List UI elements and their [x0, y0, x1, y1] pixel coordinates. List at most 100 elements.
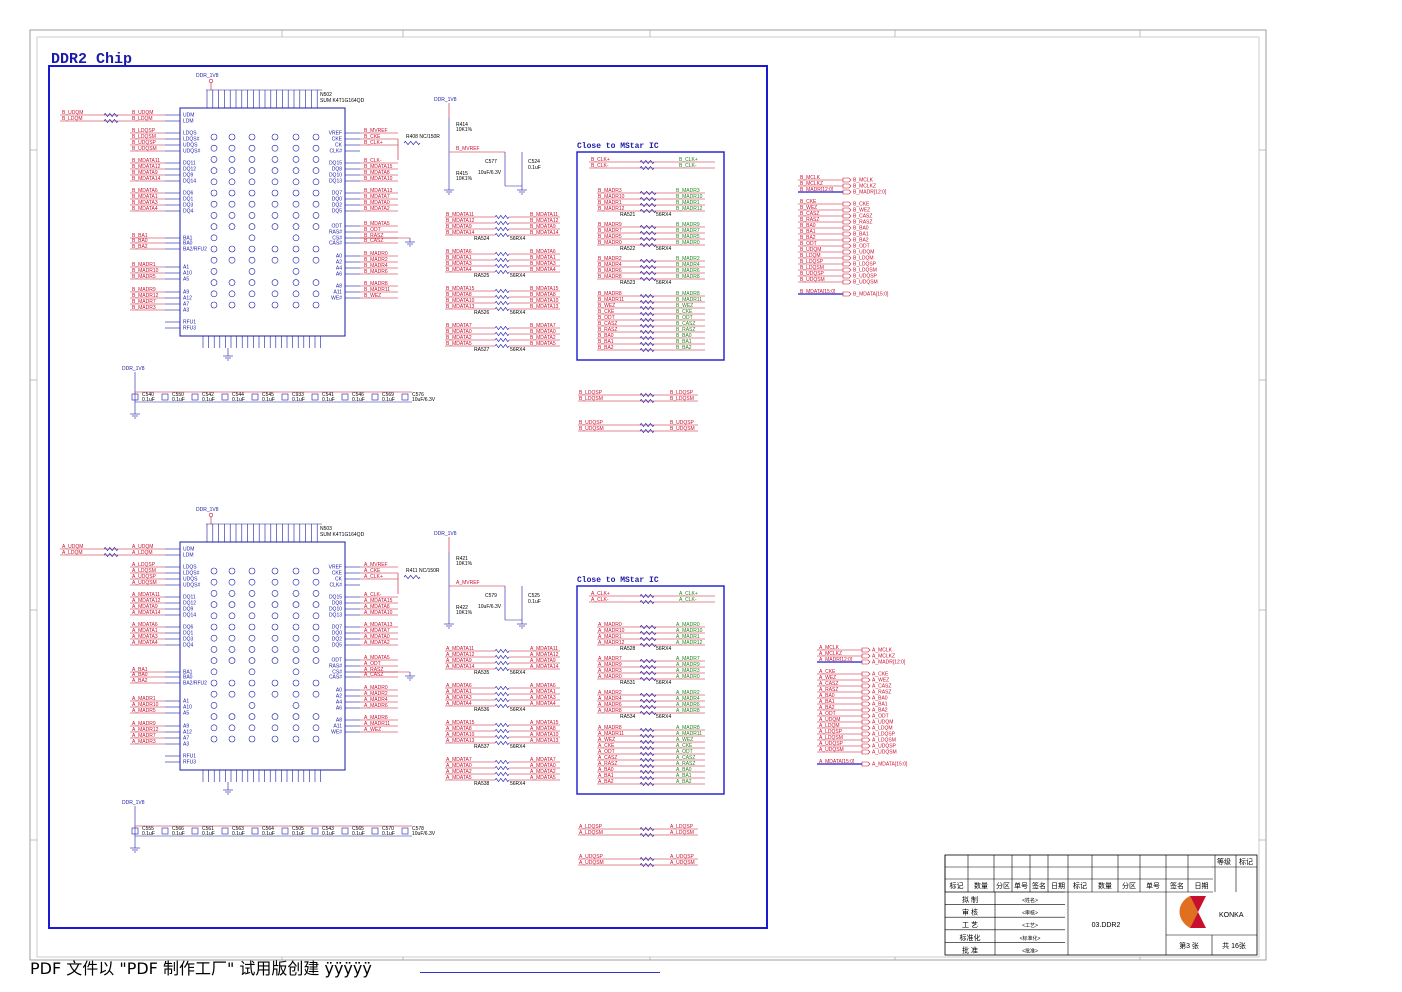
- chip-right-net: B_MADR6: [364, 269, 388, 275]
- mstar-addr-net: A_MADR2: [598, 690, 622, 696]
- rpack-net-in: A_MDATA12: [446, 652, 475, 658]
- chip-pin-left: BA0: [183, 241, 193, 247]
- bga-ball: [210, 268, 218, 275]
- io-net-label: A_UDQSP: [819, 741, 844, 747]
- io-net-label: A_MCLKZ: [819, 651, 842, 657]
- dqs-net: A_UDQSP: [579, 854, 604, 860]
- mstar-addr-net: A_MADR6: [598, 702, 622, 708]
- chip-right-net: A_MADR2: [364, 691, 388, 697]
- chip-pin-right: DQ15: [329, 161, 342, 167]
- bga-ball: [210, 212, 218, 219]
- resistor-symbol: [494, 722, 510, 728]
- bga-ball: [248, 200, 256, 208]
- bga-ball: [248, 657, 256, 664]
- io-net-label: A_UDQM: [819, 717, 840, 723]
- resistor-symbol: [103, 112, 119, 118]
- chip-right-net: B_MDATA2: [364, 206, 390, 212]
- bga-ball: [210, 679, 218, 687]
- io-port-label: B_BA1: [853, 232, 869, 238]
- io-port-arrow: [861, 731, 871, 737]
- chip-pin-left: BA2/RFU2: [183, 681, 207, 687]
- io-port-label: A_LDQM: [872, 726, 893, 732]
- footer-underline[interactable]: [420, 972, 660, 973]
- mstar-addr-out: B_MADR9: [676, 222, 700, 228]
- chip-pin-left: BA2/RFU2: [183, 247, 207, 253]
- bga-ball: [312, 590, 320, 597]
- resistor-symbol: [494, 740, 510, 746]
- chip-left-net: A_MDATA9: [132, 604, 158, 610]
- mstar-net: B_CLK+: [591, 157, 610, 163]
- resistor-symbol: [639, 293, 655, 299]
- bga-ball: [271, 590, 279, 597]
- bga-ball: [312, 646, 320, 653]
- io-port-arrow: [842, 189, 852, 195]
- io-port-label: B_LDQSM: [853, 268, 877, 274]
- mstar-single-out: B_CASZ: [676, 321, 695, 327]
- cap-symbol: [281, 827, 289, 835]
- mstar-addr-out: A_MADR12: [676, 640, 703, 646]
- bga-ball: [292, 634, 300, 642]
- chip-right-net: A_MDATA10: [364, 610, 393, 616]
- mstar-pack-ref: RA522: [620, 246, 636, 252]
- io-port-arrow: [842, 261, 852, 267]
- chip-right-net: B_MDATA10: [364, 176, 393, 182]
- chip-right-net: B_ODT: [364, 227, 381, 233]
- io-net-label: B_BA0: [800, 223, 816, 229]
- cap-power: DDR_1V8: [122, 366, 145, 372]
- resistor-symbol: [639, 826, 655, 832]
- rpack-net-out: A_MDATA5: [530, 775, 556, 781]
- resistor-symbol: [639, 258, 657, 264]
- rpack-net-out: B_MDATA11: [530, 212, 558, 218]
- mstar-single-out: A_WEZ: [676, 737, 693, 743]
- bga-ball: [292, 601, 300, 608]
- rpack-net-in: B_MDATA8: [446, 292, 472, 298]
- cap-symbol: [161, 827, 169, 835]
- chip-pin-left: A10: [183, 705, 192, 711]
- resistor-symbol: [639, 676, 657, 682]
- bga-ball: [271, 256, 279, 264]
- title-header-cell: 单号: [1014, 881, 1028, 890]
- chip-pin-right: VREF: [329, 131, 342, 137]
- title-header-cell: 数量: [1098, 881, 1112, 890]
- cap-val: 0.1uF: [142, 831, 155, 837]
- cap-symbol: [161, 393, 169, 401]
- io-port-label: B_UDQSP: [853, 274, 878, 280]
- io-net-label: A_CKE: [819, 669, 836, 675]
- chip-pin-right: A2: [336, 694, 342, 700]
- bga-ball: [271, 690, 279, 698]
- chip-pin-right: CLK#: [329, 149, 342, 155]
- io-net-label: A_LDQM: [819, 723, 840, 729]
- rpack-val: 56RX4: [510, 670, 526, 676]
- vref-res-val: 10K1%: [456, 176, 473, 182]
- dqs-net: B_UDQSP: [579, 420, 604, 426]
- chip-right-net: A_MDATA5: [364, 655, 390, 661]
- chip-pin-left: DQ6: [183, 191, 194, 197]
- vref-cap-val: 0.1uF: [528, 165, 541, 171]
- mstar-addr-out: A_MADR9: [676, 662, 700, 668]
- rpack-net-in: A_MDATA14: [446, 664, 475, 670]
- mstar-single-out: A_RASZ: [676, 761, 695, 767]
- resistor-symbol: [103, 546, 119, 552]
- mstar-addr-net: B_MADR0: [598, 240, 622, 246]
- title-header-cell: 分区: [996, 881, 1010, 890]
- chip-left-net: B_MADR9: [132, 287, 156, 293]
- chip-pin-right: A4: [336, 700, 342, 706]
- power-net-label: DDR_1V8: [196, 73, 219, 79]
- chip-left-net: A_MADR9: [132, 721, 156, 727]
- sheet-number: 第3 张: [1179, 941, 1199, 950]
- mstar-single-net: B_CKE: [598, 309, 615, 315]
- mstar-box: [576, 585, 725, 795]
- chip-pin-right: CK: [335, 577, 343, 583]
- mvref-net: A_MVREF: [456, 580, 480, 586]
- dqs-net: A_LDQSP: [579, 824, 603, 830]
- mstar-addr-out: A_MADR4: [676, 696, 700, 702]
- rpack-ref: RA536: [474, 707, 490, 713]
- cap-symbol: [341, 393, 349, 401]
- bga-ball: [210, 290, 218, 298]
- vref-res-val: 10K1%: [456, 127, 473, 133]
- io-port-label: A_UDQSM: [872, 750, 897, 756]
- vref-cap-val: 0.1uF: [528, 599, 541, 605]
- vref-cap: C579: [485, 593, 497, 599]
- title-row-value: <姓名>: [1022, 897, 1038, 904]
- io-port-arrow: [842, 243, 852, 249]
